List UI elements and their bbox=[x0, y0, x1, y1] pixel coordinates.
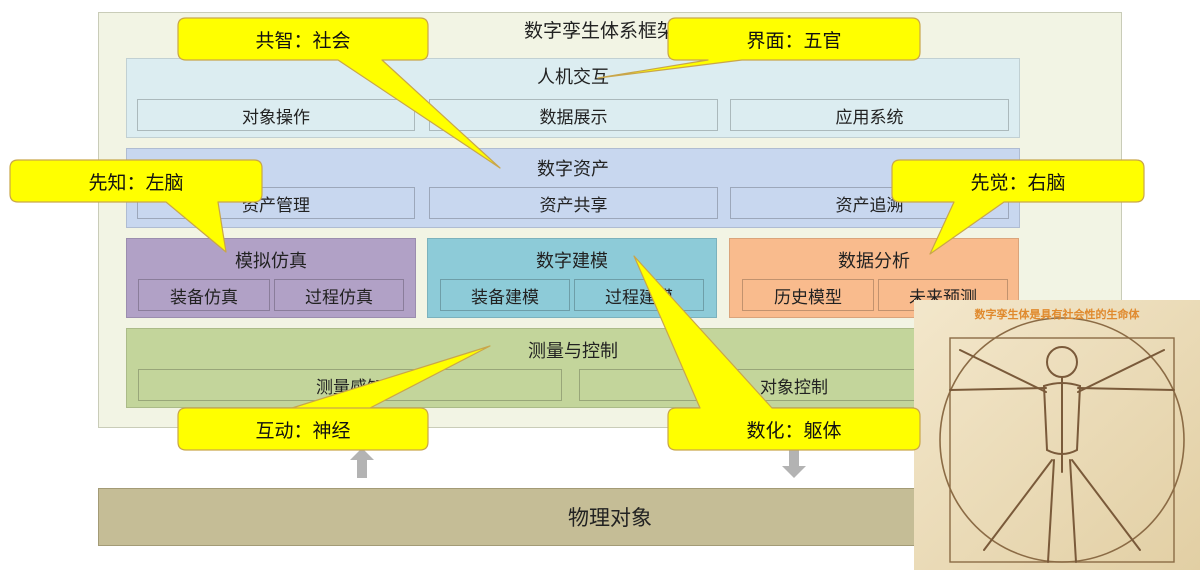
layer-measurement-title: 测量与控制 bbox=[528, 341, 618, 362]
cell-application-system: 应用系统 bbox=[730, 99, 1009, 131]
layer-hci: 人机交互 对象操作 数据展示 应用系统 bbox=[126, 58, 1020, 138]
layer-measurement: 测量与控制 测量感知 对象控制 bbox=[126, 328, 1020, 408]
image-caption: 数字孪生体是具有社会性的生命体 bbox=[974, 308, 1140, 321]
arrow-up-icon bbox=[350, 448, 374, 478]
callout-social-bubble bbox=[177, 17, 501, 169]
layer-simulation-title: 模拟仿真 bbox=[235, 251, 307, 272]
callout-right-brain-bubble bbox=[891, 159, 1145, 255]
cell-historical-model: 历史模型 bbox=[742, 279, 874, 311]
layer-analysis-title: 数据分析 bbox=[838, 251, 910, 272]
layer-modeling-title: 数字建模 bbox=[536, 251, 608, 272]
cell-asset-tracing: 资产追溯 bbox=[730, 187, 1009, 219]
cell-asset-sharing: 资产共享 bbox=[429, 187, 718, 219]
callout-social: 共智：社会 bbox=[255, 29, 351, 52]
callout-body: 数化：躯体 bbox=[746, 419, 842, 442]
cell-object-operation: 对象操作 bbox=[137, 99, 415, 131]
framework-title: 数字孪生体系框架 bbox=[523, 20, 676, 42]
cell-process-simulation: 过程仿真 bbox=[274, 279, 404, 311]
callout-right-brain: 先觉：右脑 bbox=[970, 171, 1066, 194]
callout-nerve-bubble bbox=[177, 345, 491, 451]
layer-assets-title: 数字资产 bbox=[537, 159, 609, 180]
callout-left-brain-bubble bbox=[9, 159, 263, 253]
arrow-down-icon bbox=[782, 448, 806, 478]
cell-equipment-modeling: 装备建模 bbox=[440, 279, 570, 311]
layer-simulation: 模拟仿真 装备仿真 过程仿真 bbox=[126, 238, 416, 318]
cell-equipment-simulation: 装备仿真 bbox=[138, 279, 270, 311]
callout-interface-bubble bbox=[597, 17, 921, 79]
callout-body-bubble bbox=[633, 255, 921, 451]
layer-hci-title: 人机交互 bbox=[537, 67, 609, 88]
callout-left-brain: 先知：左脑 bbox=[88, 171, 184, 194]
callout-interface: 界面：五官 bbox=[746, 29, 842, 52]
callout-nerve: 互动：神经 bbox=[255, 419, 351, 442]
vitruvian-man-icon bbox=[914, 300, 1200, 570]
